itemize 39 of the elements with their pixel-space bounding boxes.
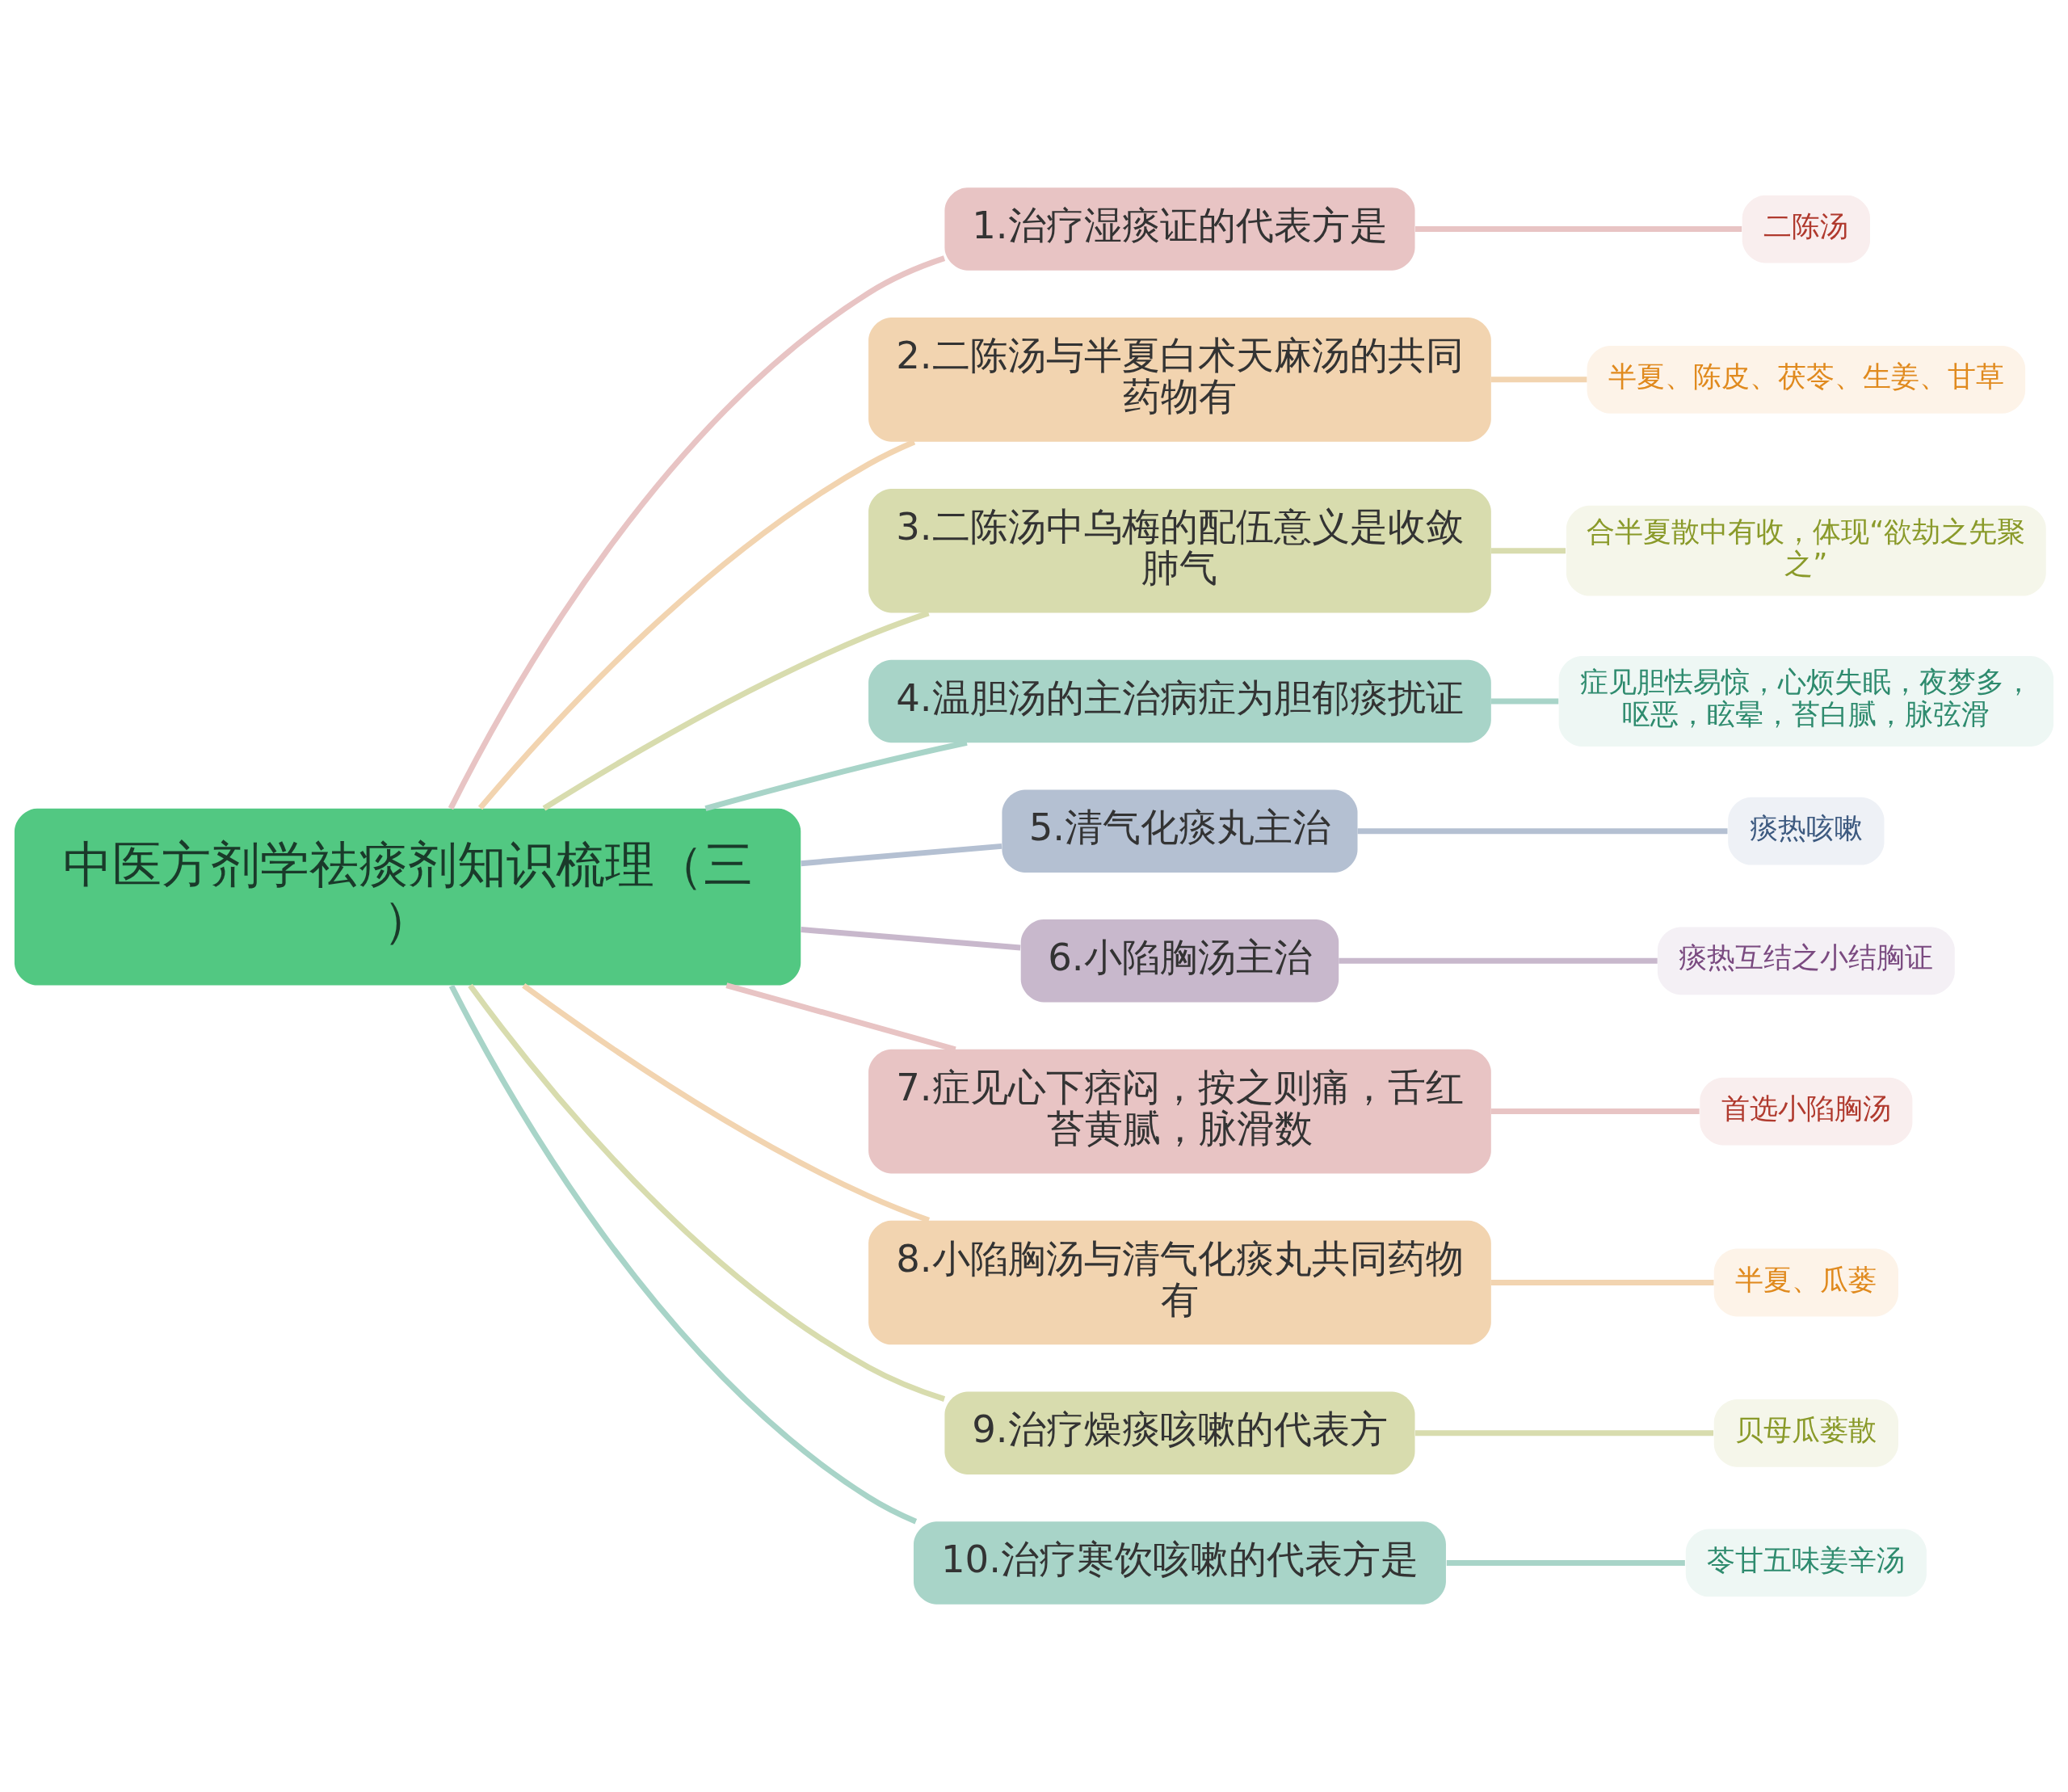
node-box: 3.二陈汤中乌梅的配伍意义是收敛肺气 <box>868 488 1491 613</box>
connector <box>1490 1108 1700 1115</box>
connector <box>448 255 946 810</box>
connector <box>1414 226 1742 233</box>
connector <box>1490 1280 1714 1285</box>
node-box: 症见胆怯易惊，心烦失眠，夜梦多，呕恶，眩晕，苔白腻，脉弦滑 <box>1558 656 2054 747</box>
connector <box>468 983 946 1402</box>
node-box: 痰热咳嗽 <box>1728 797 1885 865</box>
node-box: 1.治疗湿痰证的代表方是 <box>944 187 1415 271</box>
connector <box>448 984 918 1525</box>
node-box: 9.治疗燥痰咳嗽的代表方 <box>944 1391 1415 1474</box>
connector <box>801 843 1002 867</box>
connector <box>1414 1430 1714 1437</box>
connector <box>1357 828 1728 835</box>
node-box: 贝母瓜蒌散 <box>1713 1399 1898 1467</box>
node-box: 半夏、陈皮、茯苓、生姜、甘草 <box>1587 345 2026 414</box>
node-box: 首选小陷胸汤 <box>1700 1077 1913 1146</box>
connector <box>801 927 1021 951</box>
node-box: 4.温胆汤的主治病症为胆郁痰扰证 <box>868 659 1491 743</box>
node-box: 苓甘五味姜辛汤 <box>1685 1529 1927 1597</box>
connector <box>522 982 931 1223</box>
node-box: 5.清气化痰丸主治 <box>1002 789 1358 873</box>
node-box: 10.治疗寒饮咳嗽的代表方是 <box>914 1521 1446 1605</box>
connector <box>542 610 930 811</box>
node-box: 8.小陷胸汤与清气化痰丸共同药物有 <box>868 1220 1491 1345</box>
connector <box>477 439 916 810</box>
node-box: 痰热互结之小结胸证 <box>1657 927 1955 995</box>
node-box: 2.二陈汤与半夏白术天麻汤的共同药物有 <box>868 318 1491 442</box>
connector <box>1339 957 1658 964</box>
connector <box>1490 698 1559 705</box>
connector <box>1490 376 1587 383</box>
node-box: 6.小陷胸汤主治 <box>1020 919 1339 1003</box>
connector <box>1446 1559 1685 1566</box>
node-box: 7.症见心下痞闷，按之则痛，舌红苔黄腻，脉滑数 <box>868 1049 1491 1174</box>
node-box: 中医方剂学祛痰剂知识梳理（三） <box>14 808 801 986</box>
node-box: 合半夏散中有收，体现“欲劫之先聚之” <box>1566 505 2046 596</box>
node-box: 半夏、瓜蒌 <box>1713 1248 1898 1317</box>
node-box: 二陈汤 <box>1742 195 1870 263</box>
connector <box>1490 548 1566 554</box>
